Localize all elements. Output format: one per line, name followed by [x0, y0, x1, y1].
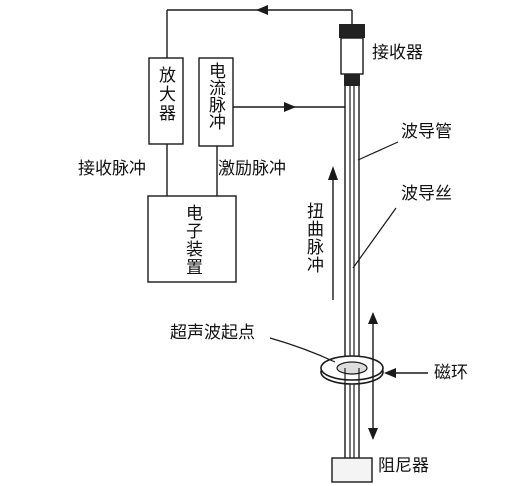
magnet-movement-up-icon — [368, 312, 378, 324]
magnetic-ring-pointer-icon — [384, 368, 396, 378]
electronic-device-box — [147, 195, 237, 283]
damper-box — [331, 457, 373, 483]
magnet-movement-down-icon — [368, 428, 378, 440]
receiver-label: 接收器 — [372, 43, 423, 63]
signal-wires — [166, 144, 218, 196]
waveguide-tube — [344, 86, 360, 458]
magnetic-ring — [320, 355, 384, 385]
excite-pulse-label: 激励脉冲 — [218, 159, 286, 179]
waveguide-wire-pointer — [352, 207, 397, 269]
feedback-wire — [166, 9, 352, 58]
receiver-base — [344, 74, 360, 86]
waveguide-wire-label: 波导丝 — [401, 184, 452, 204]
magnetic-ring-label: 磁环 — [434, 363, 468, 383]
damper-label: 阻尼器 — [378, 456, 429, 476]
ultrasonic-origin-label: 超声波起点 — [170, 323, 255, 343]
waveguide-wire — [349, 86, 355, 458]
current-pulse-label: 电流脉冲 — [205, 62, 225, 130]
receive-pulse-label: 接收脉冲 — [78, 159, 146, 179]
excitation-arrow-icon — [284, 102, 296, 112]
torsion-pulse-arrow-icon — [328, 166, 338, 180]
current-pulse-box — [198, 57, 234, 147]
torsion-pulse-label: 扭曲脉冲 — [303, 202, 323, 274]
amplifier-label: 放大器 — [155, 66, 175, 123]
electronic-device-label: 电子装置 — [182, 204, 202, 276]
waveguide-tube-label: 波导管 — [401, 122, 452, 142]
amplifier-box — [148, 57, 184, 145]
ultrasonic-origin-pointer — [269, 337, 336, 363]
receiver-block — [339, 10, 365, 75]
waveguide-tube-pointer — [357, 141, 399, 161]
feedback-arrow-icon — [256, 5, 268, 15]
